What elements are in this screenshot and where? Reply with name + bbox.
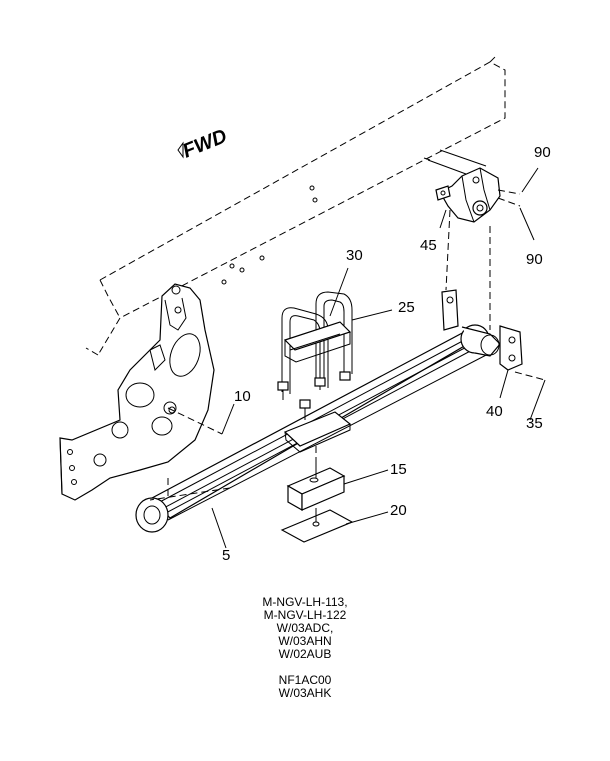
callout-labels: 90 90 45 30 25 10 40 35 15 20 5 — [222, 144, 551, 564]
callout-90-top: 90 — [534, 144, 551, 161]
callout-35: 35 — [526, 415, 543, 432]
callout-40: 40 — [486, 403, 503, 420]
caption-line: W/03AHN — [278, 634, 332, 648]
fwd-label: FWD — [180, 125, 230, 162]
spacer-block — [286, 462, 346, 512]
shim-plate — [280, 508, 354, 543]
front-spring-bracket — [59, 283, 215, 501]
rear-hanger-bracket — [423, 149, 501, 223]
alignment-lines — [149, 189, 546, 501]
callout-15: 15 — [390, 461, 407, 478]
frame-rail — [85, 55, 506, 356]
caption-line: W/03AHK — [278, 686, 332, 700]
caption-line: W/02AUB — [278, 647, 332, 661]
callout-45: 45 — [420, 237, 437, 254]
callout-leaders — [211, 167, 546, 549]
model-caption: M-NGV-LH-113, M-NGV-LH-122 W/03ADC, W/03… — [200, 596, 410, 700]
callout-20: 20 — [390, 502, 407, 519]
fwd-direction-arrow: FWD — [177, 125, 230, 163]
caption-line: M-NGV-LH-122 — [263, 608, 347, 622]
callout-25: 25 — [398, 299, 415, 316]
caption-line: NF1AC00 — [278, 673, 332, 687]
caption-line: M-NGV-LH-113, — [262, 595, 348, 609]
caption-line: W/03ADC, — [276, 621, 334, 635]
callout-90-bottom: 90 — [526, 251, 543, 268]
shackle — [441, 289, 523, 371]
callout-30: 30 — [346, 247, 363, 264]
callout-5: 5 — [222, 547, 230, 564]
callout-10: 10 — [234, 388, 251, 405]
leaf-spring — [135, 324, 501, 533]
